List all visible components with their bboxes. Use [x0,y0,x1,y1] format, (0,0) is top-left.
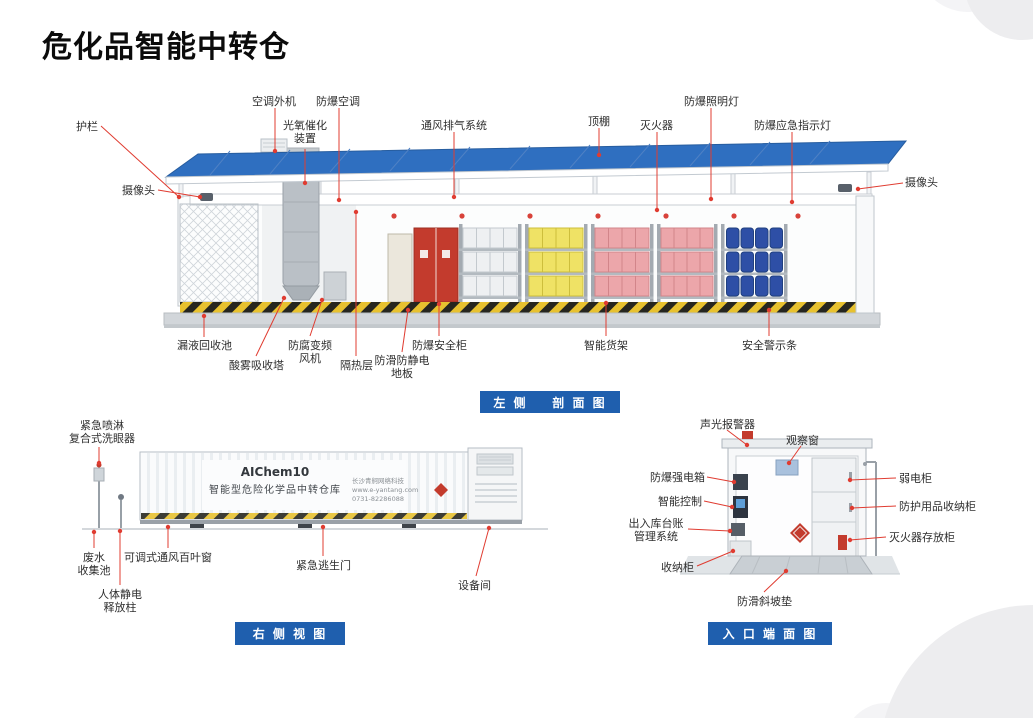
label-ramp: 防滑斜坡垫 [737,595,792,608]
label-ac-outdoor: 空调外机 [252,95,296,108]
alarm-icon [742,431,753,439]
label-leak-pool: 漏液回收池 [177,339,232,352]
label-weak-current-cabinet: 弱电柜 [899,472,932,485]
label-emergency-indicator: 防爆应急指示灯 [754,119,831,132]
label-extinguisher-cabinet: 灭火器存放柜 [889,531,955,544]
label-explosion-proof-ac: 防爆空调 [316,95,360,108]
container-phone: 0731-82286088 [352,495,404,503]
ramp [729,555,873,575]
label-wastewater-pool: 废水 收集池 [77,551,111,577]
label-power-box: 防爆强电箱 [650,471,705,484]
label-antistatic-floor: 防滑防静电 地板 [374,354,430,380]
label-escape-door: 紧急逃生门 [296,559,351,572]
container-model: AIChem10 [240,465,310,479]
leader-lines-right-view [91,447,492,585]
label-alarm: 声光报警器 [700,418,755,431]
ac-outdoor-unit [260,138,288,153]
label-insulation: 隔热层 [340,359,373,372]
right-side-drawing [82,447,548,530]
label-guardrail: 护栏 [76,120,98,133]
eyewash-station [93,462,105,528]
label-acid-tower: 酸雾吸收塔 [229,359,284,372]
label-canopy: 顶棚 [588,115,610,128]
label-eyewash: 紧急喷淋 复合式洗眼器 [69,419,135,445]
label-fire-extinguisher: 灭火器 [640,119,673,132]
right-cabinet-column [811,457,857,557]
shower-pole [863,461,877,556]
caption-left-section-view: 左 侧 剖 面 图 [480,391,620,413]
equipment-room [467,447,523,524]
ledger-terminal [731,523,745,536]
observation-window [775,459,799,476]
beige-cabinet [387,233,413,303]
cross-section-drawing [163,138,908,328]
caption-entrance-view: 入 口 端 面 图 [708,622,832,645]
label-safety-cabinet: 防爆安全柜 [412,339,467,352]
static-release-pole [118,494,124,528]
label-warning-strip: 安全警示条 [742,339,797,352]
leader-lines-top [100,108,904,357]
label-storage-cabinet: 收纳柜 [661,561,694,574]
storage-cabinet [729,540,752,557]
label-ledger-system: 出入库台账 管理系统 [628,517,684,543]
label-photo-catalytic-device: 光氧催化 装置 [283,119,327,145]
safety-warning-strip [180,302,870,313]
label-ventilation-system: 通风排气系统 [421,119,487,132]
label-anticorrosion-fan: 防腐变频 风机 [288,339,332,365]
hazard-diamond-icon [790,523,810,543]
smart-control-panel [733,496,748,518]
label-louver: 可调式通风百叶窗 [124,551,212,564]
label-smart-shelf: 智能货架 [584,339,628,352]
label-camera-left: 摄像头 [122,184,155,197]
container-company: 长沙青舸网络科技 [352,477,404,485]
sprinkler-icons [391,213,801,219]
background-decor [853,0,1033,718]
safety-cabinet [413,227,459,303]
camera-right-icon [838,184,852,192]
label-equipment-room: 设备间 [458,579,491,592]
label-camera-right: 摄像头 [905,176,938,189]
hazard-diamond-icon [434,483,448,497]
label-static-release: 人体静电 释放柱 [98,588,142,614]
container-name: 智能型危险化学品中转仓库 [209,485,341,496]
smart-shelves [459,224,788,303]
label-smart-control: 智能控制 [658,495,702,508]
leader-lines-entrance [687,429,897,593]
extinguisher-icon [838,535,847,550]
page-title: 危化品智能中转仓 [42,30,290,65]
camera-left-icon [200,193,213,201]
container-website: www.e-yantang.com [352,486,419,494]
label-explosion-proof-light: 防爆照明灯 [684,95,739,108]
label-observation-window: 观察窗 [786,434,819,447]
caption-right-side-view: 右 侧 视 图 [235,622,345,645]
label-ppe-cabinet: 防护用品收纳柜 [899,500,976,513]
power-box [733,474,748,490]
entrance-drawing [680,431,900,575]
guardrail-fence [179,203,259,303]
